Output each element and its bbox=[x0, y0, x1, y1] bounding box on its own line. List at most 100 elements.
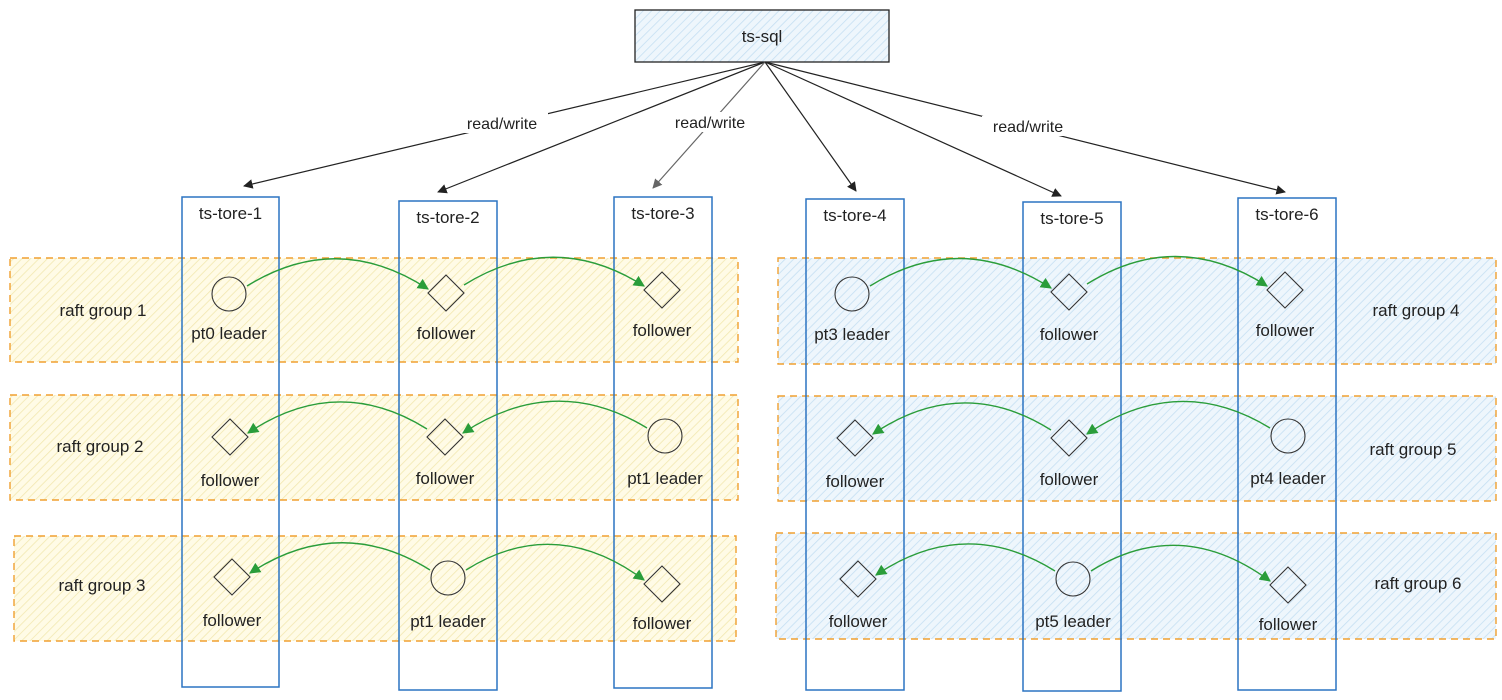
replication-arrow bbox=[465, 543, 645, 581]
raft-group-1: raft group 1 bbox=[9, 257, 739, 363]
node-label: pt1 leader bbox=[410, 612, 486, 631]
replication-arrow bbox=[246, 258, 429, 290]
replication-arrow bbox=[1090, 544, 1271, 582]
follower-node-icon bbox=[1050, 419, 1088, 457]
rw-label-bg-1 bbox=[456, 113, 548, 133]
node-label: pt1 leader bbox=[627, 469, 703, 488]
raft-group-box bbox=[9, 257, 739, 363]
follower-node-icon bbox=[427, 274, 465, 312]
store-label: ts-tore-4 bbox=[823, 206, 886, 225]
node-label: follower bbox=[1256, 321, 1315, 340]
store-box bbox=[805, 198, 905, 691]
rw-label-1: read/write bbox=[467, 116, 537, 133]
raft-group-label: raft group 3 bbox=[59, 576, 146, 595]
raft-groups-layer: raft group 1 raft group 2 raft group 3 raft… bbox=[9, 257, 1497, 642]
rw-label-3: read/write bbox=[993, 119, 1063, 136]
replication-arrow bbox=[869, 257, 1052, 289]
raft-group-box bbox=[777, 395, 1497, 502]
replication-arrow bbox=[247, 401, 428, 434]
store-box bbox=[398, 200, 498, 691]
follower-node-icon bbox=[211, 418, 249, 456]
follower-node-icon bbox=[836, 419, 874, 457]
follower-node-icon bbox=[1050, 273, 1088, 311]
rw-label-2: read/write bbox=[675, 115, 745, 132]
ts-sql-box bbox=[634, 9, 890, 63]
replication-arrow bbox=[875, 543, 1056, 576]
node-label: follower bbox=[1040, 470, 1099, 489]
raft-group-5: raft group 5 bbox=[777, 395, 1497, 502]
replication-arrow bbox=[462, 400, 648, 434]
follower-node-icon bbox=[426, 418, 464, 456]
rw-arrow-store-2 bbox=[437, 61, 766, 194]
raft-group-label: raft group 4 bbox=[1373, 301, 1460, 320]
replication-arrow bbox=[463, 256, 645, 287]
raft-group-1-nodes: pt0 leader follower follower bbox=[191, 256, 692, 343]
node-label: follower bbox=[1259, 615, 1318, 634]
node-label: follower bbox=[633, 321, 692, 340]
replication-arrow bbox=[249, 542, 431, 574]
node-label: follower bbox=[826, 472, 885, 491]
raft-group-3-nodes: follower pt1 leader follower bbox=[203, 542, 692, 633]
follower-node-icon bbox=[213, 558, 251, 596]
store-box bbox=[1237, 197, 1337, 691]
follower-node-icon bbox=[643, 565, 681, 603]
raft-group-label: raft group 2 bbox=[57, 437, 144, 456]
store-label: ts-tore-5 bbox=[1040, 209, 1103, 228]
rw-label-bg-3 bbox=[982, 116, 1074, 136]
node-label: follower bbox=[1040, 325, 1099, 344]
store-label: ts-tore-3 bbox=[631, 204, 694, 223]
node-label: pt5 leader bbox=[1035, 612, 1111, 631]
store-column-5: ts-tore-5 bbox=[1022, 201, 1122, 692]
node-label: follower bbox=[417, 324, 476, 343]
follower-node-icon bbox=[839, 560, 877, 598]
rw-label-bg-2 bbox=[664, 112, 756, 132]
ts-sql-node: ts-sql bbox=[634, 9, 890, 63]
store-box bbox=[613, 196, 713, 689]
raft-group-5-nodes: follower follower pt4 leader bbox=[826, 400, 1326, 491]
leader-node-icon bbox=[1270, 418, 1306, 454]
node-label: follower bbox=[203, 611, 262, 630]
follower-node-icon bbox=[1266, 271, 1304, 309]
node-label: pt3 leader bbox=[814, 325, 890, 344]
raft-group-6-nodes: follower pt5 leader follower bbox=[829, 543, 1318, 634]
follower-node-icon bbox=[1269, 566, 1307, 604]
node-label: pt0 leader bbox=[191, 324, 267, 343]
raft-group-label: raft group 1 bbox=[60, 301, 147, 320]
store-box bbox=[1022, 201, 1122, 692]
node-label: follower bbox=[201, 471, 260, 490]
leader-node-icon bbox=[211, 276, 247, 312]
store-label: ts-tore-1 bbox=[199, 204, 262, 223]
leader-node-icon bbox=[430, 560, 466, 596]
read-write-arrows: read/write read/write read/write bbox=[243, 61, 1286, 197]
node-label: pt4 leader bbox=[1250, 469, 1326, 488]
node-label: follower bbox=[633, 614, 692, 633]
store-column-6: ts-tore-6 bbox=[1237, 197, 1337, 691]
store-column-3: ts-tore-3 bbox=[613, 196, 713, 689]
raft-group-label: raft group 5 bbox=[1370, 440, 1457, 459]
raft-group-box bbox=[13, 535, 737, 642]
replication-arrow bbox=[872, 402, 1052, 435]
store-column-4: ts-tore-4 bbox=[805, 198, 905, 691]
raft-group-3: raft group 3 bbox=[13, 535, 737, 642]
raft-group-4-nodes: pt3 leader follower follower bbox=[814, 255, 1315, 344]
leader-node-icon bbox=[834, 276, 870, 312]
raft-group-label: raft group 6 bbox=[1375, 574, 1462, 593]
store-column-1: ts-tore-1 bbox=[181, 196, 280, 688]
follower-node-icon bbox=[643, 271, 681, 309]
raft-group-box bbox=[777, 257, 1497, 365]
store-column-2: ts-tore-2 bbox=[398, 200, 498, 691]
store-label: ts-tore-6 bbox=[1255, 205, 1318, 224]
node-label: follower bbox=[829, 612, 888, 631]
store-box bbox=[181, 196, 280, 688]
store-label: ts-tore-2 bbox=[416, 208, 479, 227]
ts-sql-label: ts-sql bbox=[742, 27, 783, 46]
rw-arrow-store-5 bbox=[764, 61, 1062, 197]
raft-group-4: raft group 4 bbox=[777, 257, 1497, 365]
stores-layer: ts-tore-1 ts-tore-2 ts-tore-3 ts-tore-4 ts-t… bbox=[181, 196, 1337, 692]
replication-arrow bbox=[1086, 255, 1268, 287]
rw-arrow-store-4 bbox=[764, 61, 857, 192]
leader-node-icon bbox=[647, 418, 683, 454]
